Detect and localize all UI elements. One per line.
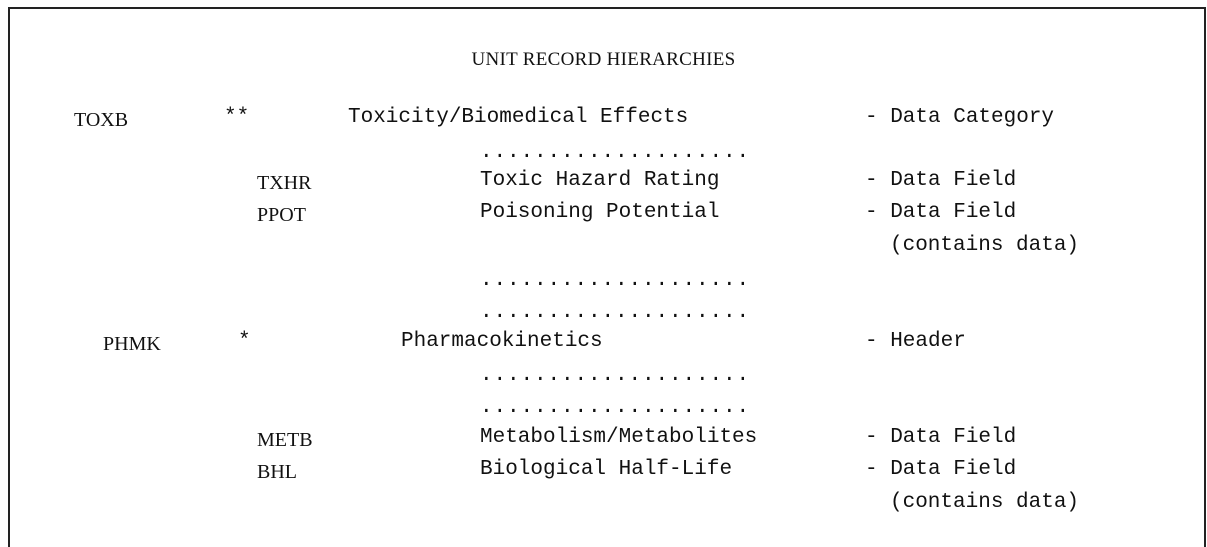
dotted-separator: .................... bbox=[480, 301, 751, 324]
code-metb: METB bbox=[257, 429, 313, 451]
note-bhl: (contains data) bbox=[890, 491, 1080, 514]
type-toxb: - Data Category bbox=[865, 106, 1055, 129]
code-txhr: TXHR bbox=[257, 172, 312, 194]
type-txhr: - Data Field bbox=[865, 169, 1017, 192]
code-toxb: TOXB bbox=[74, 109, 129, 131]
type-bhl: - Data Field bbox=[865, 458, 1017, 481]
type-ppot: - Data Field bbox=[865, 201, 1017, 224]
code-bhl: BHL bbox=[257, 461, 297, 483]
name-txhr: Toxic Hazard Rating bbox=[480, 169, 720, 192]
name-phmk: Pharmacokinetics bbox=[401, 330, 603, 353]
marker-phmk: * bbox=[238, 330, 251, 353]
name-ppot: Poisoning Potential bbox=[480, 201, 720, 224]
dotted-separator: .................... bbox=[480, 364, 751, 387]
note-ppot: (contains data) bbox=[890, 234, 1080, 257]
document-frame bbox=[8, 7, 1206, 547]
type-phmk: - Header bbox=[865, 330, 966, 353]
code-phmk: PHMK bbox=[103, 333, 161, 355]
name-metb: Metabolism/Metabolites bbox=[480, 426, 758, 449]
marker-toxb: ** bbox=[224, 106, 250, 129]
code-ppot: PPOT bbox=[257, 204, 306, 226]
document-title: UNIT RECORD HIERARCHIES bbox=[471, 49, 736, 70]
dotted-separator: .................... bbox=[480, 269, 751, 292]
name-bhl: Biological Half-Life bbox=[480, 458, 733, 481]
dotted-separator: .................... bbox=[480, 141, 751, 164]
type-metb: - Data Field bbox=[865, 426, 1017, 449]
dotted-separator: .................... bbox=[480, 396, 751, 419]
name-toxb: Toxicity/Biomedical Effects bbox=[348, 106, 689, 129]
